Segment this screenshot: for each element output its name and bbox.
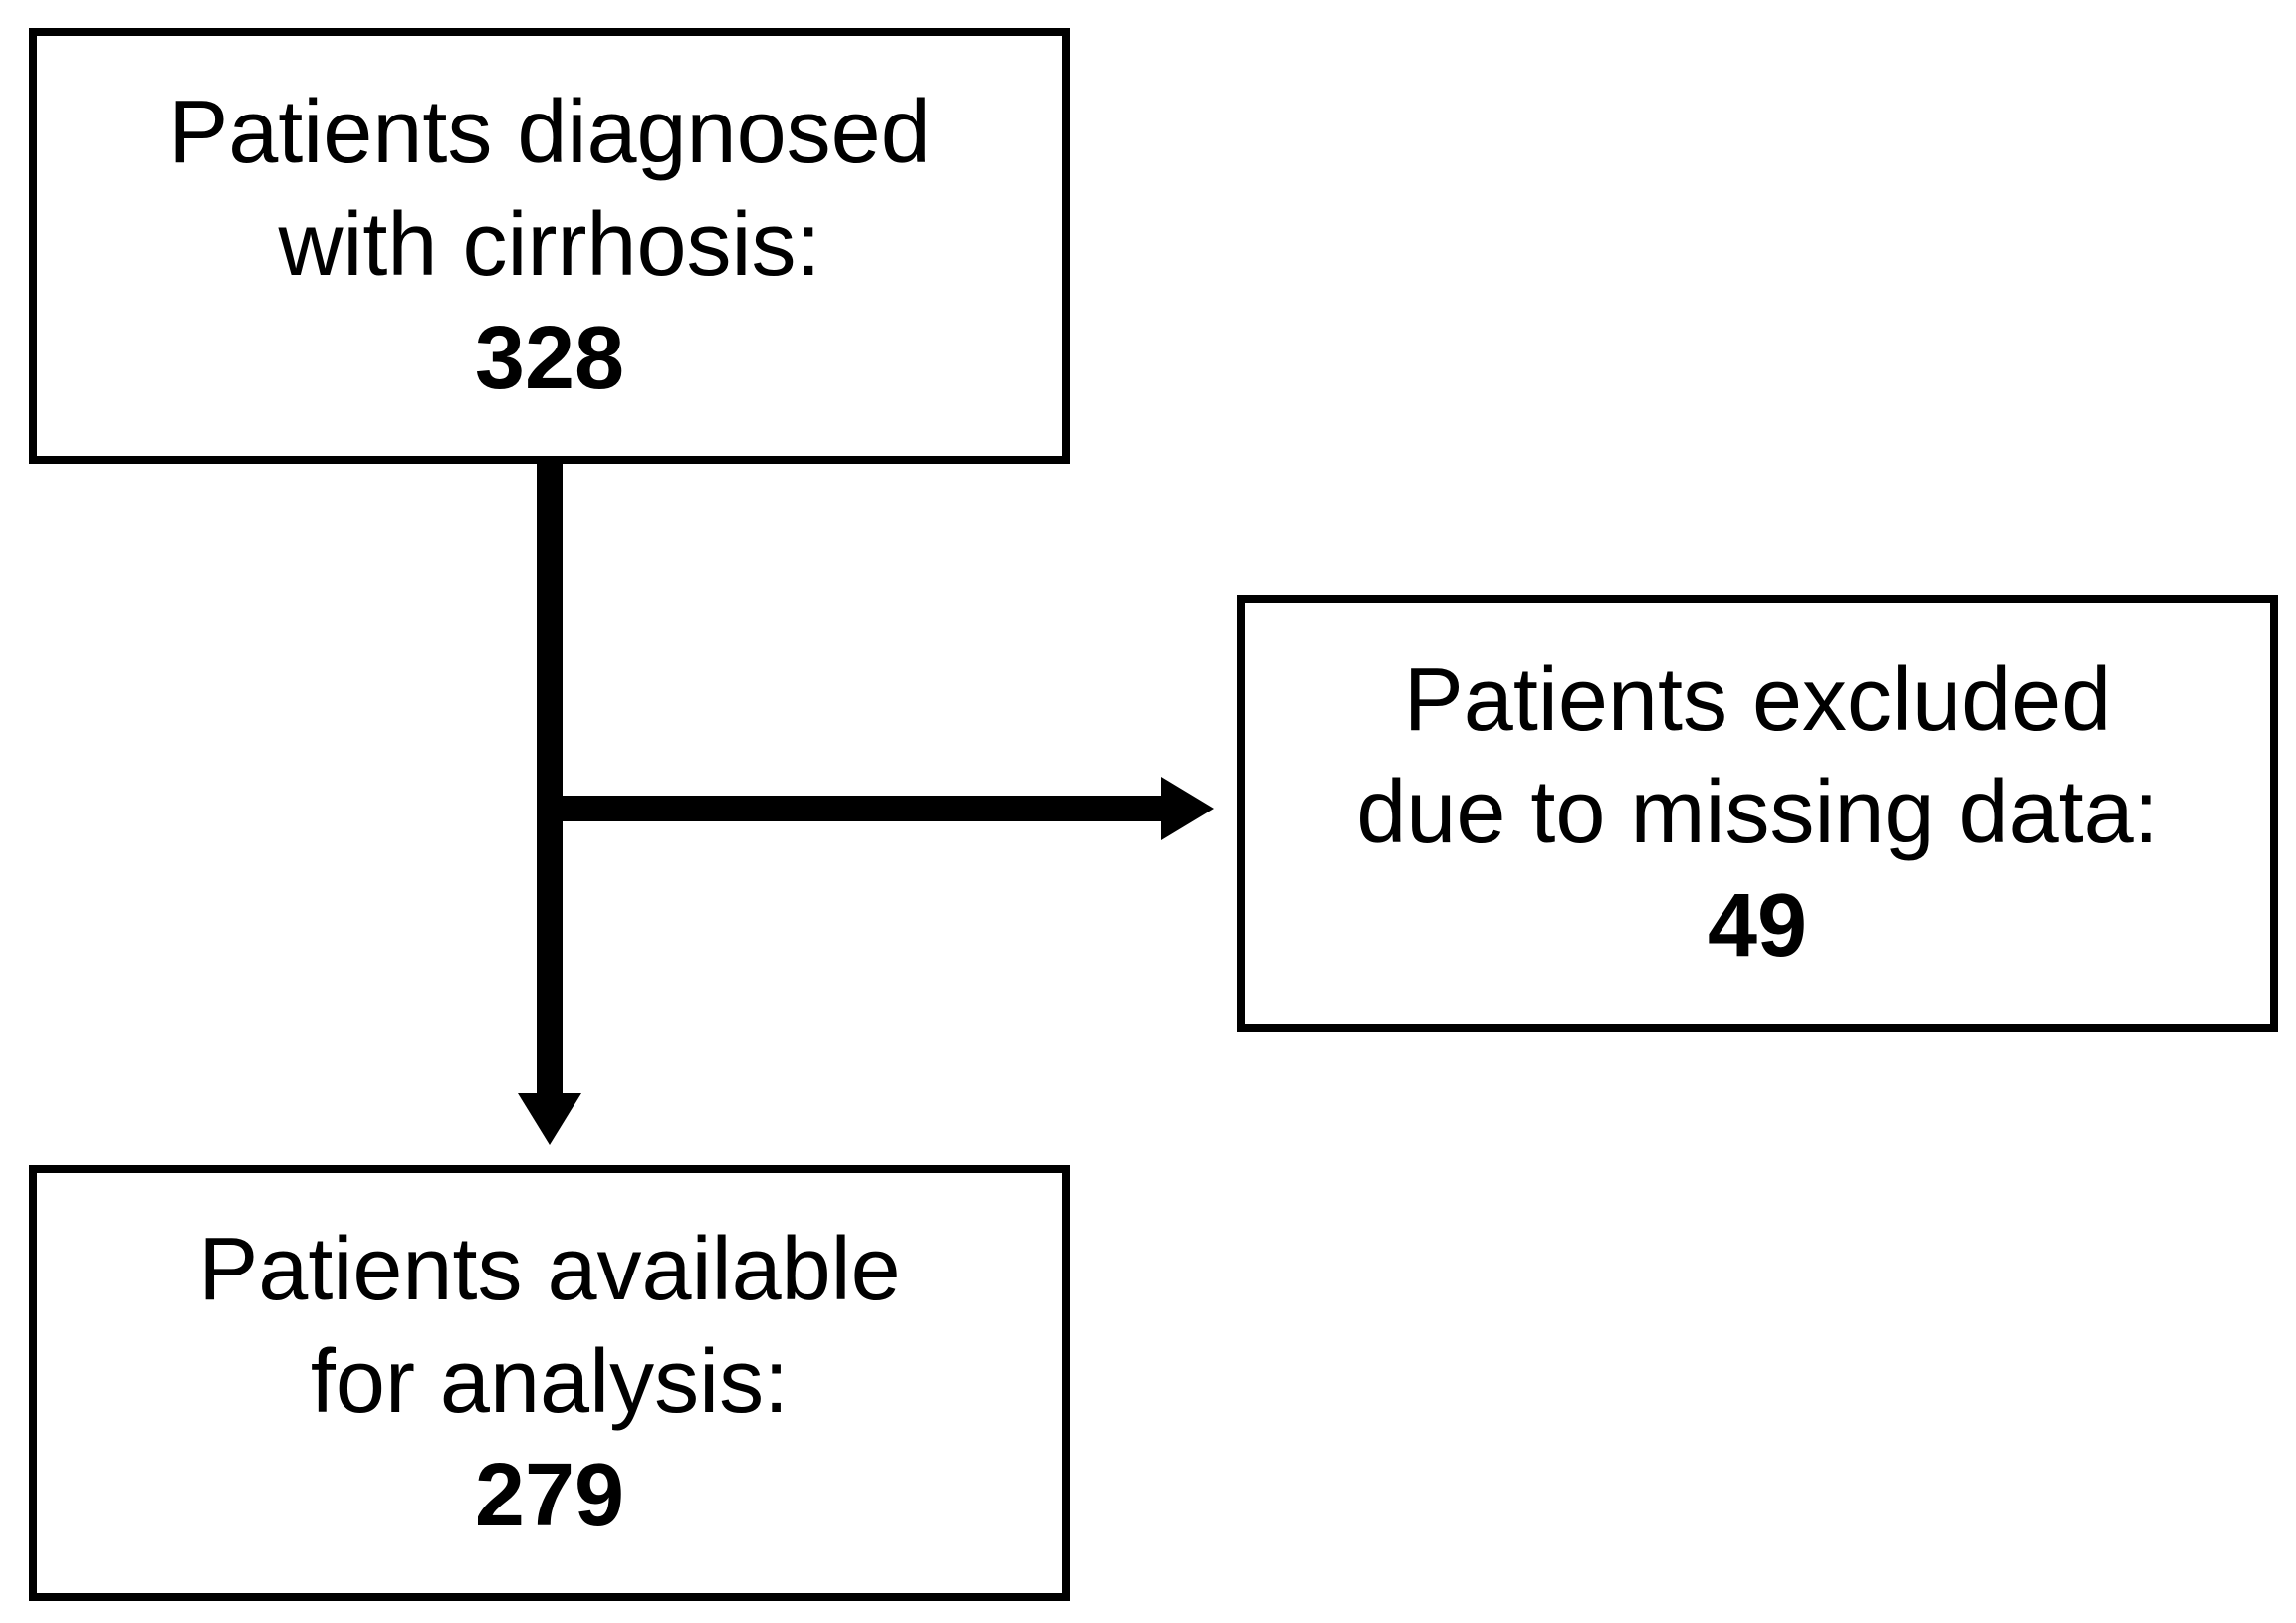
node-text-line: due to missing data:: [1356, 763, 2159, 863]
node-patients-diagnosed: Patients diagnosed with cirrhosis: 328: [29, 28, 1070, 464]
arrow-down-head-icon: [518, 1093, 581, 1145]
node-count: 279: [474, 1445, 625, 1545]
node-text-line: Patients diagnosed: [168, 82, 931, 182]
node-patients-available: Patients available for analysis: 279: [29, 1165, 1070, 1601]
arrow-right-head-icon: [1161, 777, 1214, 840]
node-text-line: Patients available: [198, 1219, 901, 1319]
node-patients-excluded: Patients excluded due to missing data: 4…: [1237, 595, 2278, 1032]
node-text-line: with cirrhosis:: [278, 195, 821, 296]
node-count: 49: [1707, 875, 1808, 976]
node-text-line: for analysis:: [310, 1332, 790, 1433]
node-text-line: Patients excluded: [1403, 649, 2112, 750]
node-count: 328: [474, 308, 625, 408]
